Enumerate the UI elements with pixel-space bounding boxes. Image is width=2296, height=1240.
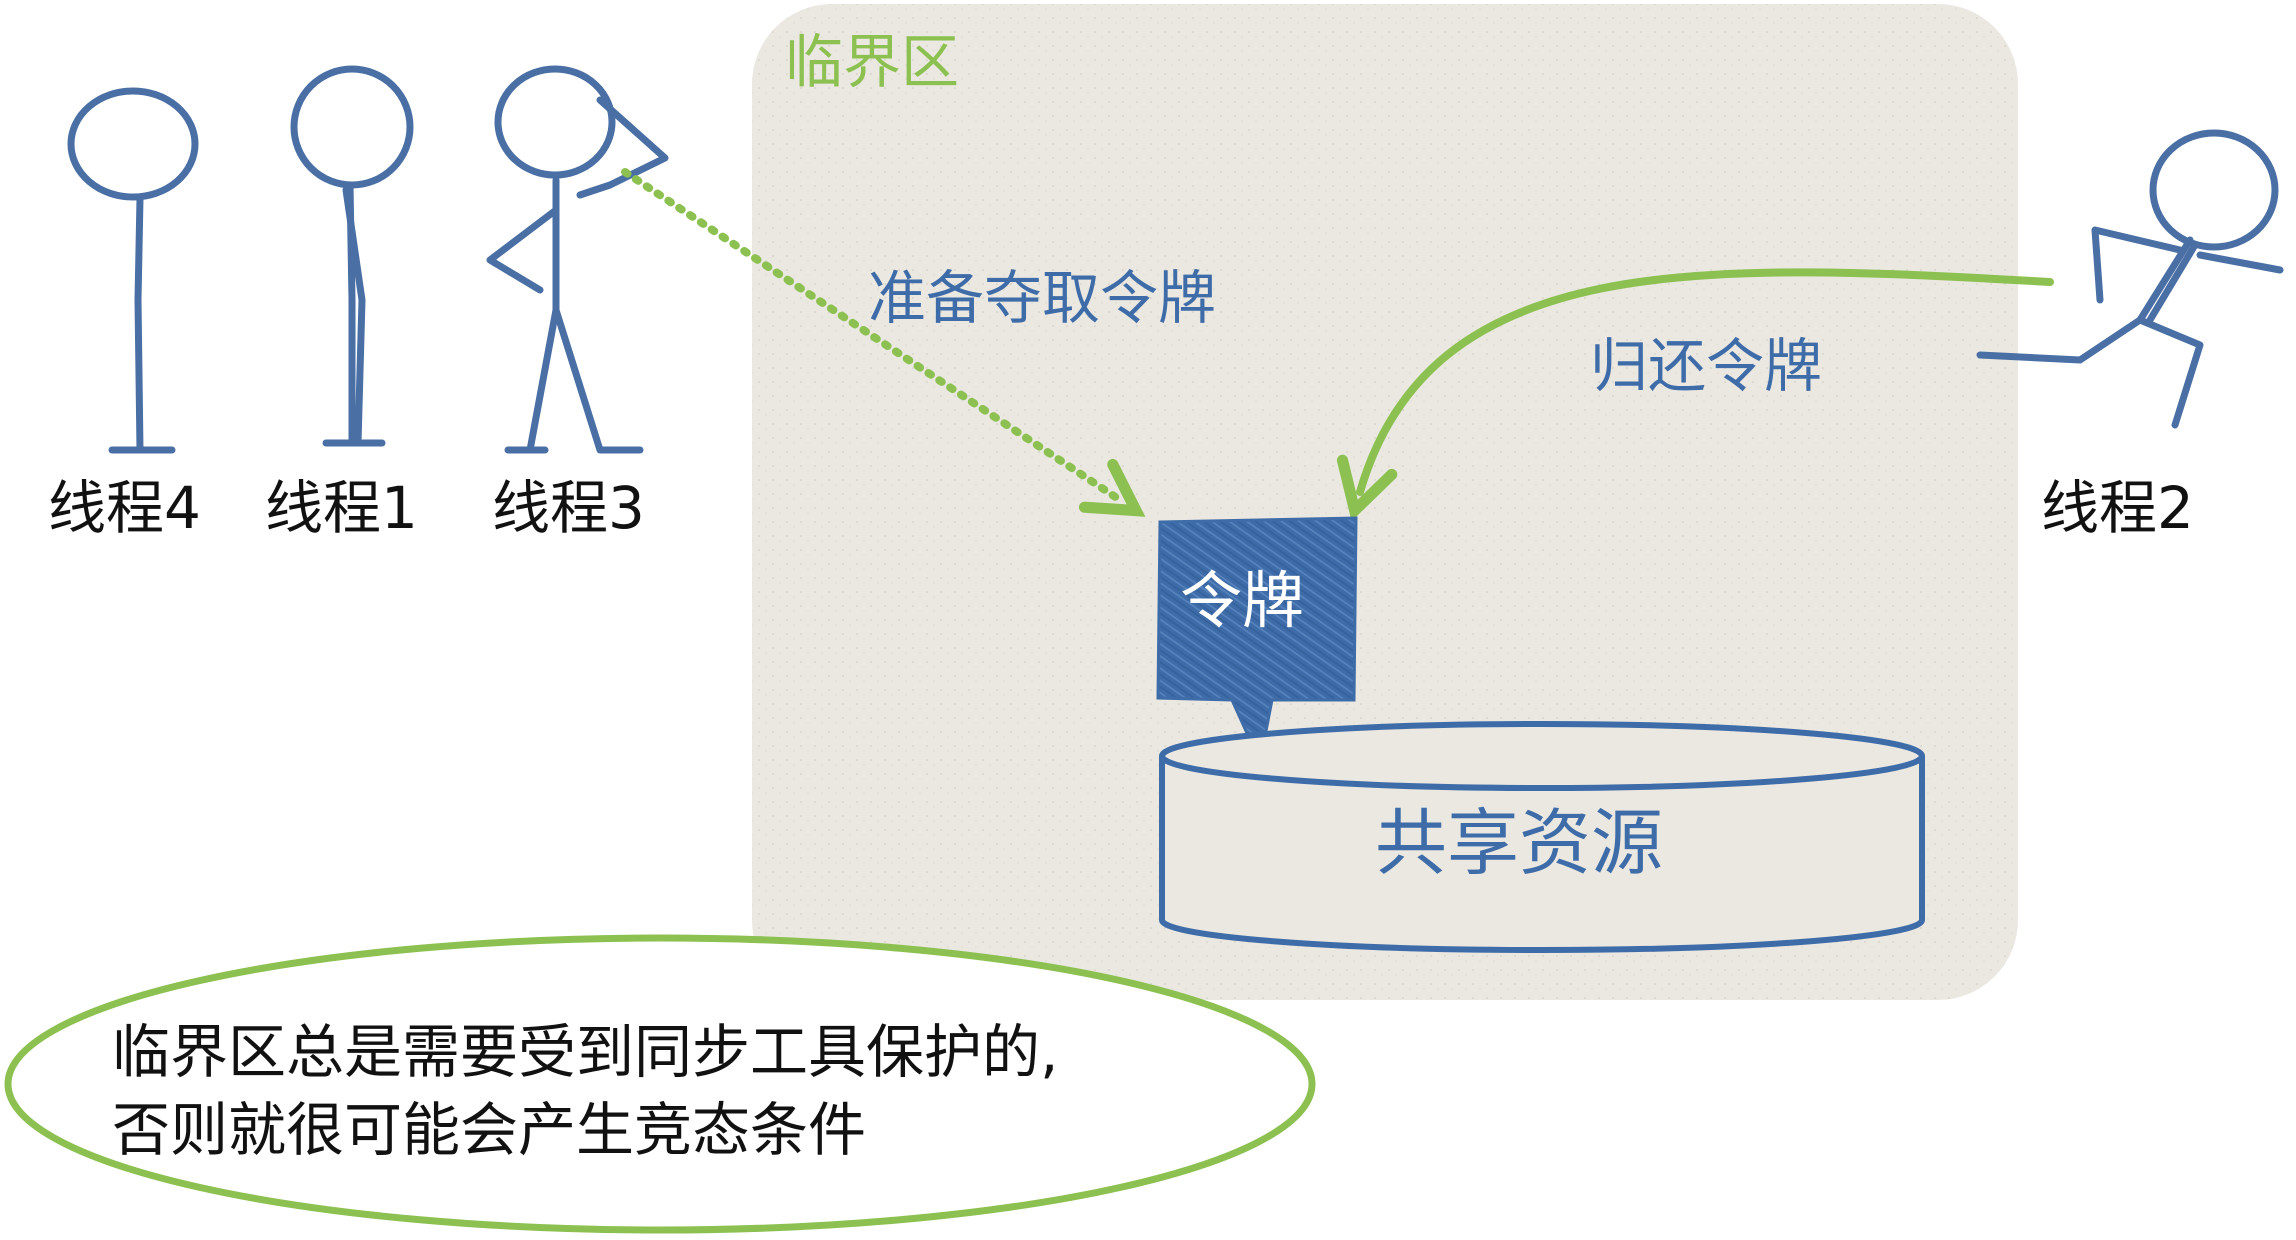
critical-section-label: 临界区 — [785, 28, 959, 96]
thread-2-label: 线程2 — [2041, 474, 2194, 542]
thread-1-figure — [290, 65, 414, 447]
thread-4-figure — [67, 87, 199, 454]
shared-resource-label: 共享资源 — [1375, 801, 1663, 885]
return-arrow — [1336, 268, 2054, 522]
thread-3-label: 线程3 — [492, 474, 645, 542]
token-label: 令牌 — [1180, 564, 1304, 637]
thread-3-figure — [486, 65, 669, 454]
thread-4-label: 线程4 — [48, 474, 201, 542]
shared-resource-cylinder — [1159, 721, 1925, 953]
note-line-2: 否则就很可能会产生竞态条件 — [112, 1096, 866, 1164]
acquire-label: 准备夺取令牌 — [868, 264, 1216, 332]
note-bubble — [4, 934, 1316, 1234]
thread-2-figure — [1976, 129, 2284, 429]
return-label: 归还令牌 — [1590, 332, 1822, 400]
note-line-1: 临界区总是需要受到同步工具保护的, — [112, 1018, 1058, 1086]
thread-1-label: 线程1 — [265, 474, 418, 542]
acquire-arrow — [621, 168, 1146, 517]
